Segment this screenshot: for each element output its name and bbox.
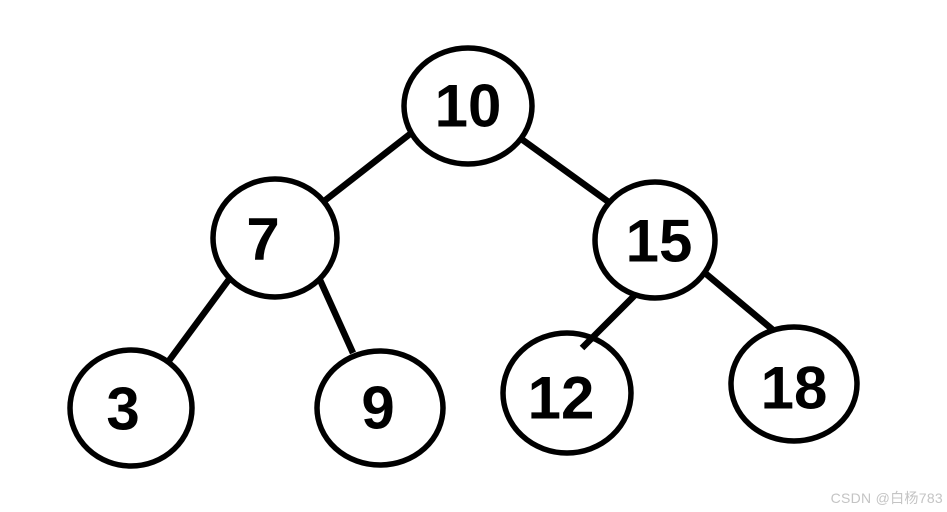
tree-edge-10-7 xyxy=(320,131,413,205)
tree-node-circle-10 xyxy=(401,45,535,167)
tree-edge-10-15 xyxy=(518,135,612,206)
tree-node-circle-3 xyxy=(67,347,195,469)
tree-node-label-10: 10 xyxy=(435,73,502,140)
tree-node-label-7: 7 xyxy=(246,206,279,273)
tree-edge-15-12 xyxy=(579,292,638,351)
tree-node-circle-9 xyxy=(314,348,446,468)
tree-node-label-3: 3 xyxy=(106,376,139,443)
tree-node-label-9: 9 xyxy=(361,375,394,442)
tree-node-label-12: 12 xyxy=(528,365,595,432)
tree-node-label-18: 18 xyxy=(761,355,828,422)
tree-edge-7-3 xyxy=(165,276,233,364)
tree-node-circle-15 xyxy=(592,179,718,301)
tree-node-circle-7 xyxy=(210,176,340,300)
watermark: CSDN @白杨783 xyxy=(830,490,943,506)
tree-node-label-15: 15 xyxy=(626,208,693,275)
tree-node-circle-18 xyxy=(728,324,860,444)
tree-edge-15-18 xyxy=(702,270,776,333)
tree-edge-7-9 xyxy=(317,278,356,355)
tree-node-circle-12 xyxy=(500,330,634,456)
